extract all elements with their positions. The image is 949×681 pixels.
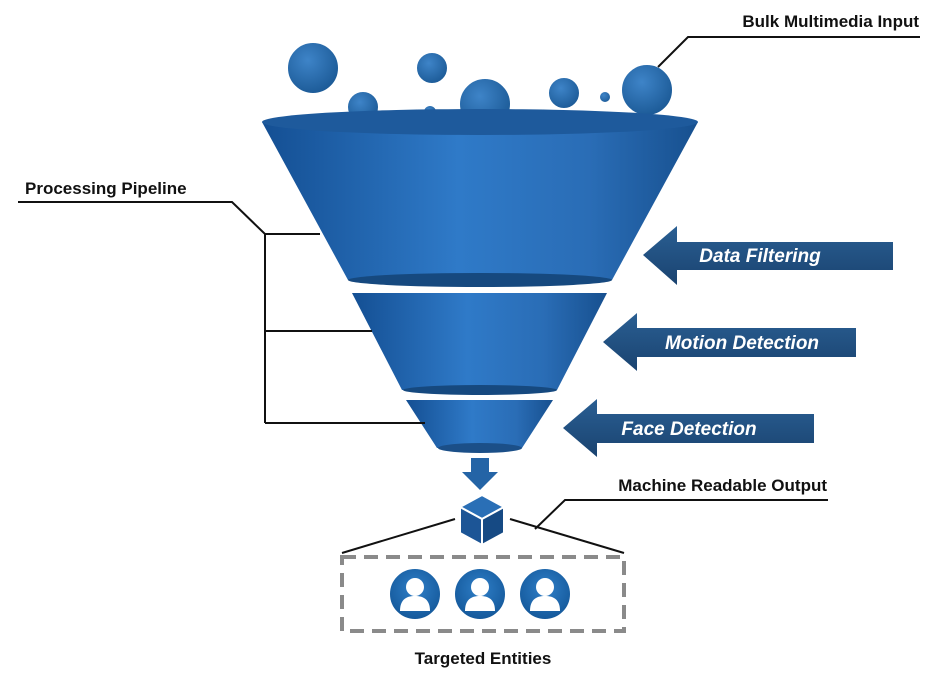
input-bubble	[547, 76, 581, 110]
stage-label-face: Face Detection	[621, 419, 756, 440]
stage-label-filtering: Data Filtering	[699, 246, 821, 267]
user-avatar-icon	[388, 567, 442, 621]
down-arrow-icon	[462, 458, 498, 490]
funnel-segment-motion	[352, 293, 607, 395]
input-bubble	[598, 90, 612, 104]
entity-avatars	[388, 567, 572, 621]
output-label: Machine Readable Output	[618, 476, 827, 495]
funnel-segment-face	[406, 400, 553, 453]
cube-link-left	[341, 518, 456, 554]
stage-label-motion: Motion Detection	[665, 333, 819, 354]
stage-arrow-filtering: Data Filtering	[643, 226, 893, 285]
pipeline-label: Processing Pipeline	[25, 179, 187, 198]
user-avatar-icon	[518, 567, 572, 621]
input-bubble	[415, 51, 449, 85]
callout-line-output	[534, 499, 828, 530]
input-bubble	[286, 41, 340, 95]
entities-label: Targeted Entities	[415, 649, 552, 668]
entities-box	[340, 555, 626, 633]
user-avatar-icon	[453, 567, 507, 621]
callout-line-input	[657, 36, 920, 68]
stage-arrow-motion: Motion Detection	[603, 313, 856, 371]
funnel-segment-filtering	[262, 109, 698, 287]
stage-arrow-face: Face Detection	[563, 399, 814, 457]
input-bubble	[620, 63, 674, 117]
cube-link-right	[509, 518, 625, 554]
input-label: Bulk Multimedia Input	[742, 12, 919, 31]
cube-icon	[457, 493, 507, 547]
callout-lines	[18, 36, 920, 554]
callout-line-pipeline	[18, 201, 320, 235]
